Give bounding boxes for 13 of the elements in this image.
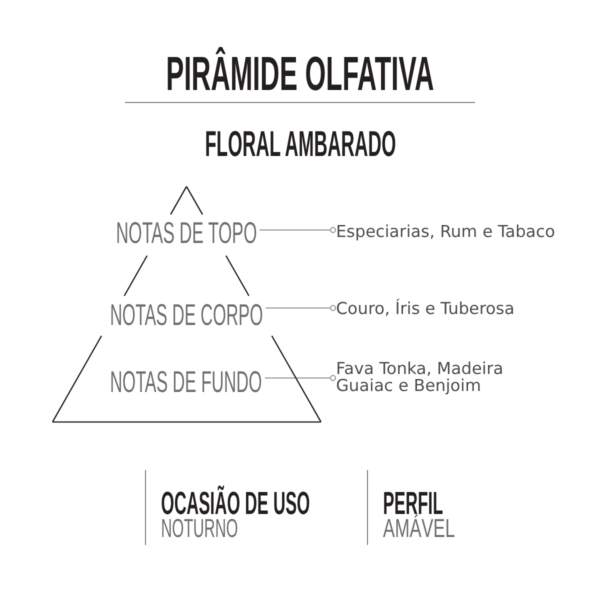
subtitle: FLORAL AMBARADO (204, 123, 396, 164)
notes-description: Fava Tonka, Madeira Guaiac e Benjoim (336, 360, 508, 394)
notes-description: Couro, Íris e Tuberosa (336, 300, 514, 317)
leader-line (265, 305, 336, 311)
section-value: NOTURNO (161, 515, 238, 543)
notes-description: Especiarias, Rum e Tabaco (336, 223, 556, 240)
title: PIRÂMIDE OLFATIVA (166, 48, 434, 102)
pyramid-level-label: NOTAS DE TOPO (116, 219, 256, 250)
pyramid-level-label: NOTAS DE FUNDO (110, 368, 262, 398)
leader-line (259, 227, 336, 233)
pyramid-level-label: NOTAS DE CORPO (110, 301, 262, 332)
pyramid-outline (52, 186, 322, 423)
leader-line (264, 375, 336, 381)
